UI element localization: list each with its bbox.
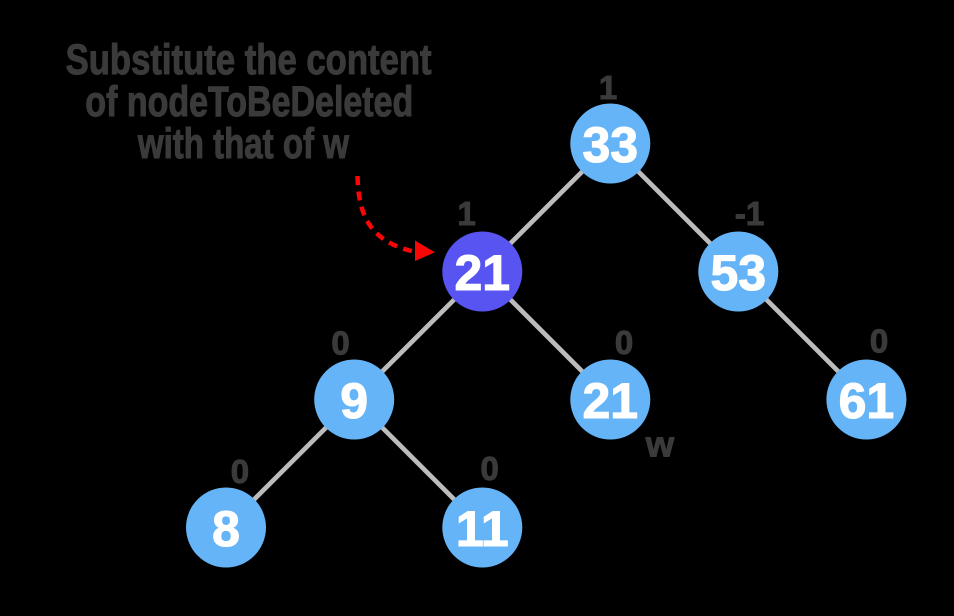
svg-text:8: 8 [212, 501, 240, 557]
svg-text:0: 0 [481, 450, 499, 487]
svg-text:11: 11 [456, 501, 509, 557]
svg-text:33: 33 [582, 117, 638, 173]
svg-text:Substitute the content: Substitute the content [66, 36, 432, 84]
svg-text:21: 21 [454, 245, 510, 301]
svg-text:of nodeToBeDeleted: of nodeToBeDeleted [85, 78, 413, 126]
svg-text:1: 1 [457, 195, 475, 232]
svg-text:0: 0 [231, 453, 249, 490]
svg-text:0: 0 [870, 323, 888, 360]
svg-text:53: 53 [710, 245, 766, 301]
svg-text:61: 61 [839, 373, 895, 429]
svg-text:w: w [645, 423, 675, 464]
svg-text:with that of w: with that of w [137, 120, 349, 168]
svg-text:9: 9 [340, 373, 368, 429]
svg-text:0: 0 [331, 325, 349, 362]
svg-text:-1: -1 [735, 195, 764, 232]
svg-text:21: 21 [582, 373, 638, 429]
svg-text:0: 0 [615, 324, 633, 361]
svg-text:1: 1 [599, 69, 617, 106]
